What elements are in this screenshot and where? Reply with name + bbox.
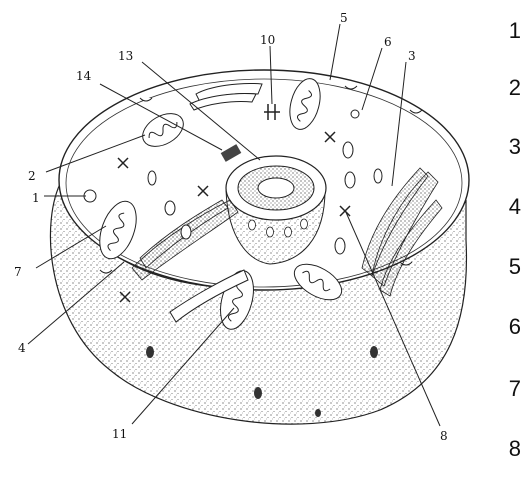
- callout-8: 8: [440, 429, 448, 443]
- answer-number: 5: [509, 256, 521, 278]
- answer-number: 2: [509, 77, 521, 99]
- callout-5: 5: [340, 11, 348, 25]
- answer-number: 3: [509, 136, 521, 158]
- nucleolus: [258, 178, 294, 198]
- callout-4: 4: [18, 341, 26, 355]
- callout-2: 2: [28, 169, 36, 183]
- callout-7: 7: [14, 265, 22, 279]
- callout-3: 3: [408, 49, 416, 63]
- cell-diagram: 14 13 10 5 6 3 2 1 7 4 11 8: [0, 0, 485, 477]
- callout-11: 11: [112, 427, 127, 441]
- answer-number-list: 1 2 3 4 5 6 7 8: [488, 0, 525, 477]
- callout-13: 13: [118, 49, 133, 63]
- answer-number: 7: [509, 378, 521, 400]
- callout-6: 6: [384, 35, 392, 49]
- callout-1: 1: [32, 191, 40, 205]
- callout-10: 10: [260, 33, 275, 47]
- answer-number: 8: [509, 438, 521, 460]
- callout-14: 14: [76, 69, 92, 83]
- answer-number: 6: [509, 316, 521, 338]
- answer-number: 4: [509, 196, 521, 218]
- answer-number: 1: [509, 20, 521, 42]
